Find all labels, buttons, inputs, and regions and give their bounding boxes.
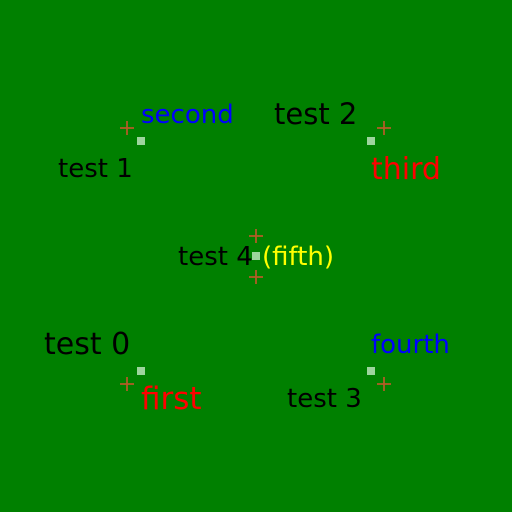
anchor-dot <box>137 137 145 145</box>
anchor-dot <box>252 252 260 260</box>
plus-marker-icon <box>249 270 263 284</box>
plus-marker-icon <box>377 121 391 135</box>
label-test-4: test 4 <box>178 242 253 272</box>
label-test-3: test 3 <box>287 384 362 414</box>
label-second: second <box>141 100 234 130</box>
anchor-dot <box>367 367 375 375</box>
label-test-1: test 1 <box>58 154 133 184</box>
plus-marker-icon <box>377 377 391 391</box>
anchor-dot <box>137 367 145 375</box>
label-third: third <box>371 152 441 187</box>
plus-marker-icon <box>120 377 134 391</box>
label-test-0: test 0 <box>44 327 131 362</box>
label-test-2: test 2 <box>274 97 358 131</box>
anchor-dot <box>367 137 375 145</box>
plus-marker-icon <box>249 229 263 243</box>
label-fourth: fourth <box>371 330 450 360</box>
plus-marker-icon <box>120 121 134 135</box>
label-first: first <box>141 381 202 417</box>
label-fifth: (fifth) <box>262 242 335 272</box>
